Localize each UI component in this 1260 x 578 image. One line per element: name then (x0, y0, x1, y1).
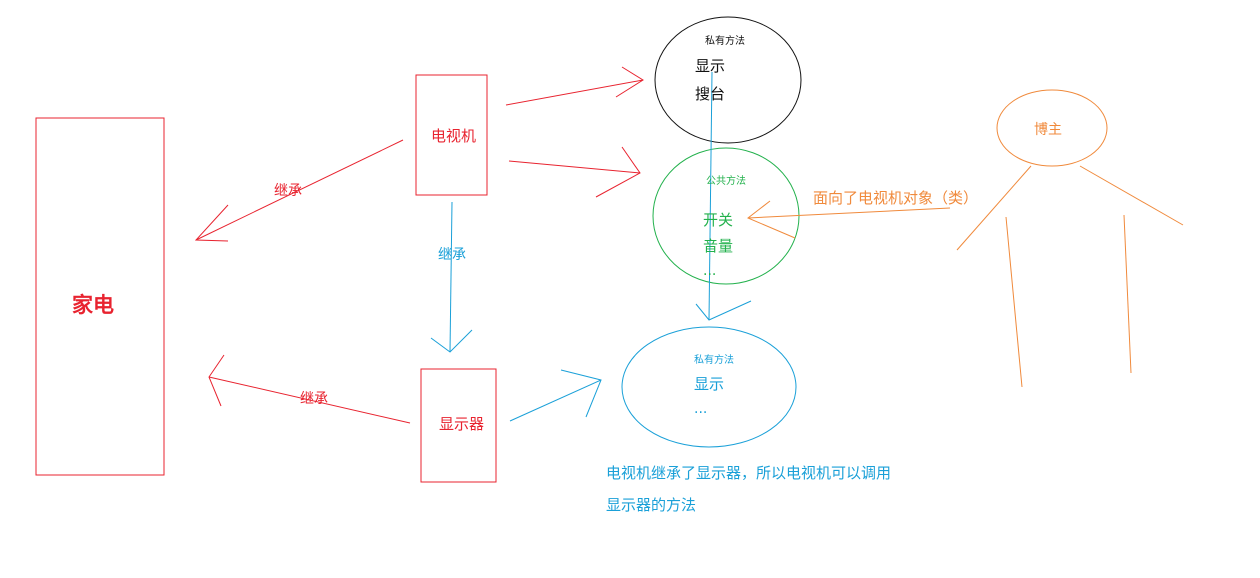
private-display-item-show: 显示 (694, 375, 725, 393)
appliance-box (35, 117, 165, 476)
person-figure (956, 89, 1184, 388)
person-to-public-arrow (747, 200, 951, 239)
tv-inherits-appliance-arrow (194, 139, 404, 242)
private-tv-ellipse (654, 16, 802, 144)
inheritance-note-line1: 电视机继承了显示器，所以电视机可以调用 (606, 464, 892, 482)
person-annotation: 面向了电视机对象（类） (813, 189, 979, 207)
display-label: 显示器 (439, 415, 485, 433)
public-tv-header: 公共方法 (706, 176, 746, 187)
private-tv-item-show: 显示 (695, 57, 726, 75)
tv-to-display-inherit-label: 继承 (438, 247, 466, 263)
public-tv-item-more: ... (703, 263, 717, 279)
tv-to-public-arrow (508, 146, 641, 198)
private-tv-item-channel: 搜台 (695, 85, 726, 103)
tv-box (415, 74, 488, 196)
tv-to-private-arrow (505, 66, 644, 106)
tv-inherit-label: 继承 (274, 183, 302, 199)
inheritance-note-line2: 显示器的方法 (606, 496, 697, 514)
public-tv-ellipse (652, 147, 800, 285)
display-to-private-arrow (509, 369, 602, 422)
private-tv-header: 私有方法 (705, 36, 745, 47)
public-to-display-methods-arrow (695, 71, 752, 321)
tv-label: 电视机 (431, 127, 477, 145)
inheritance-note: 电视机继承了显示器，所以电视机可以调用 显示器的方法 (606, 457, 891, 521)
display-box (420, 368, 497, 483)
tv-inherits-display-arrow (430, 201, 473, 353)
private-display-header: 私有方法 (694, 355, 734, 366)
private-display-item-more: ... (694, 401, 708, 417)
private-display-ellipse (621, 326, 797, 448)
public-tv-item-volume: 音量 (703, 237, 734, 255)
public-tv-item-power: 开关 (703, 211, 734, 229)
display-inherit-label: 继承 (300, 391, 328, 407)
display-inherits-appliance-arrow (208, 354, 411, 424)
person-head (996, 89, 1108, 167)
person-label: 博主 (1034, 122, 1062, 138)
appliance-label: 家电 (72, 293, 114, 317)
